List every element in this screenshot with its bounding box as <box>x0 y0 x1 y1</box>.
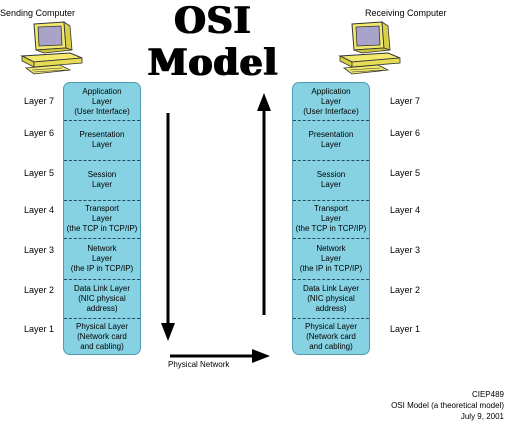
layer-text-line: Transport <box>314 204 348 213</box>
right-layer-7-number: Layer 7 <box>390 96 421 106</box>
layer-divider <box>64 238 140 239</box>
layer-divider <box>64 318 140 319</box>
layer-text-line: (User Interface) <box>74 106 130 116</box>
layer-text-line: (the TCP in TCP/IP) <box>66 224 138 233</box>
layer-divider <box>293 120 369 121</box>
layer-text-line: Presentation <box>79 130 125 139</box>
layer-text-line: Layer <box>320 253 341 263</box>
left-layer-7-number: Layer 7 <box>24 96 55 106</box>
layer-text-line: Layer <box>320 180 341 189</box>
layer-divider <box>64 160 140 161</box>
left-layer-6-number: Layer 6 <box>24 128 55 138</box>
left-layer-5-number: Layer 5 <box>24 168 55 178</box>
layer-text-line: (NIC physical <box>307 293 355 303</box>
layer-text-line: Transport <box>85 204 119 213</box>
layer-text-line: Application <box>311 86 351 96</box>
right-layer-1-number: Layer 1 <box>390 324 421 334</box>
sending-computer-icon <box>20 21 83 75</box>
layer-text-line: (User Interface) <box>303 106 359 116</box>
sending-computer-label: Sending Computer <box>0 8 76 18</box>
right-layer-2-number: Layer 2 <box>390 285 421 295</box>
footer-description: OSI Model (a theoretical model) <box>391 401 504 410</box>
layer-text-line: Data Link Layer <box>302 283 360 293</box>
right-arrow-head <box>252 349 270 363</box>
layer-text-line: (the IP in TCP/IP) <box>70 263 134 273</box>
layer-text-line: Layer <box>91 253 112 263</box>
layer-text-line: (the TCP in TCP/IP) <box>295 224 367 233</box>
footer-code: CIEP489 <box>471 390 504 399</box>
right-layer-3-number: Layer 3 <box>390 245 421 255</box>
layer-divider <box>293 318 369 319</box>
layer-text-line: Layer <box>91 214 112 223</box>
footer-date: July 9, 2001 <box>460 412 504 421</box>
layer-text-line: and cabling) <box>309 342 353 351</box>
layer-text-line: Network <box>316 243 346 253</box>
layer-divider <box>293 200 369 201</box>
layer-text-line: and cabling) <box>80 342 124 351</box>
layer-text-line: Layer <box>320 214 341 223</box>
up-arrow-head <box>257 93 271 111</box>
layer-text-line: (NIC physical <box>78 293 126 303</box>
layer-text-line: Physical Layer <box>75 322 129 331</box>
layer-text-line: Presentation <box>308 130 354 139</box>
data-flow-arrows <box>161 93 271 363</box>
layer-text-line: Layer <box>320 96 341 106</box>
layer-divider <box>64 200 140 201</box>
layer-text-line: Layer <box>91 180 112 189</box>
layer-divider <box>293 160 369 161</box>
layer-divider <box>64 279 140 280</box>
layer-text-line: Layer <box>91 96 112 106</box>
layer-text-line: Session <box>87 170 117 179</box>
physical-network-label: Physical Network <box>168 360 230 369</box>
layer-text-line: Session <box>316 170 346 179</box>
receiving-computer-label: Receiving Computer <box>365 8 447 18</box>
layer-text-line: Layer <box>91 140 112 149</box>
layer-divider <box>293 279 369 280</box>
layer-text-line: (Network card <box>306 332 356 341</box>
left-layer-2-number: Layer 2 <box>24 285 55 295</box>
layer-text-line: address) <box>86 303 118 313</box>
layer-text-line: Layer <box>320 140 341 149</box>
right-layer-4-number: Layer 4 <box>390 205 421 215</box>
layer-text-line: Network <box>87 243 117 253</box>
down-arrow-head <box>161 323 175 341</box>
layer-text-line: (Network card <box>77 332 127 341</box>
layer-text-line: Data Link Layer <box>73 283 131 293</box>
layer-text-line: Application <box>82 86 122 96</box>
receiving-computer-icon <box>338 21 401 75</box>
left-layer-4-number: Layer 4 <box>24 205 55 215</box>
layer-text-line: address) <box>315 303 347 313</box>
right-layer-6-number: Layer 6 <box>390 128 421 138</box>
right-layer-5-number: Layer 5 <box>390 168 421 178</box>
layer-text-line: Physical Layer <box>304 322 358 331</box>
left-layer-1-number: Layer 1 <box>24 324 55 334</box>
layer-divider <box>64 120 140 121</box>
layer-text-line: (the IP in TCP/IP) <box>299 263 363 273</box>
diagram-title: OSI Model <box>147 0 279 84</box>
left-layer-3-number: Layer 3 <box>24 245 55 255</box>
layer-divider <box>293 238 369 239</box>
